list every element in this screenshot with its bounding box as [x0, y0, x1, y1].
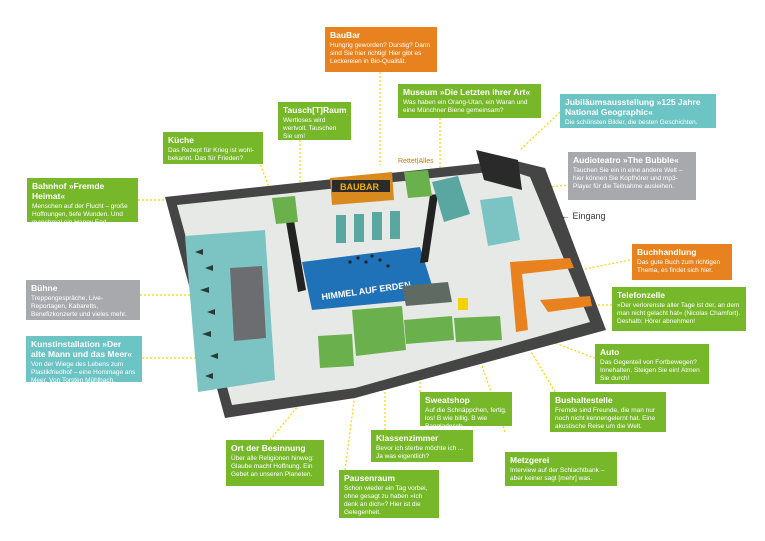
bookshop-shelves: [510, 258, 574, 332]
label-buchhandlung-title: Buchhandlung: [637, 247, 697, 257]
label-bahnhof: Bahnhof »Fremde Heimat« Menschen auf der…: [27, 178, 138, 226]
label-tauschraum: Tausch[T]Raum Wertloses wird wertvoll. T…: [278, 102, 351, 140]
label-klassenzimmer-title: Klassenzimmer: [376, 433, 439, 443]
museum-block: [432, 176, 470, 222]
block-front-1: [404, 316, 454, 344]
bubble-theatre: [476, 150, 522, 190]
label-audioteatro: Audioteatro »The Bubble« Tauchen Sie ein…: [568, 152, 696, 200]
label-bahnhof-text: Menschen auf der Flucht – große Hoffnung…: [32, 203, 128, 226]
baubar-sign: [332, 180, 390, 192]
bookshop-shelves-2: [540, 296, 592, 312]
label-buehne-text: Treppengespräche, Live-Reportagen, Kabar…: [31, 295, 127, 318]
label-jubilaeum: Jubiläumsausstellung »125 Jahre National…: [560, 94, 716, 128]
label-kunstinstallation: Kunstinstallation »Der alte Mann und das…: [26, 336, 142, 384]
baubar-sign-text: BAUBAR: [340, 182, 379, 192]
label-sweatshop-text: Auf die Schnäppchen, fertig, los! B wie …: [425, 407, 507, 430]
sky-banner: [302, 247, 436, 310]
label-baubar: BauBar Hungrig geworden? Durstig? Dann s…: [325, 27, 437, 72]
label-baubar-text: Hungrig geworden? Durstig? Dann sind Sie…: [330, 42, 431, 65]
label-auto-title: Auto: [600, 347, 620, 357]
entrance-marker: ← Eingang: [561, 211, 606, 221]
label-bushaltestelle-title: Bushaltestelle: [555, 395, 613, 405]
label-telefonzelle: Telefonzelle »Der verlorenste aller Tage…: [612, 287, 746, 331]
label-tauschraum-title: Tausch[T]Raum: [283, 105, 347, 115]
label-bushaltestelle: Bushaltestelle Fremde sind Freunde, die …: [550, 392, 666, 432]
tables: [336, 211, 400, 243]
label-pausenraum: Pausenraum Schon wieder ein Tag vorbei, …: [339, 470, 439, 518]
label-metzgerei-text: Interview auf der Schlachtbank – aber ke…: [510, 467, 605, 482]
ng-exhibition: [480, 196, 520, 246]
label-kueche-text: Das Rezept für Krieg ist wohl-bekannt. D…: [168, 147, 254, 162]
label-pausenraum-title: Pausenraum: [344, 473, 396, 483]
label-klassenzimmer: Klassenzimmer Bevor ich sterbe möchte ic…: [371, 430, 473, 462]
birds: [348, 254, 390, 268]
label-telefonzelle-text: »Der verlorenste aller Tage ist der, an …: [617, 302, 741, 325]
label-pausenraum-text: Schon wieder ein Tag vorbei, ohne gesagt…: [344, 485, 428, 516]
car: [402, 282, 452, 306]
pole-left: [284, 209, 306, 292]
label-bushaltestelle-text: Fremde sind Freunde, die man nur noch ni…: [555, 407, 656, 430]
stage-block: [230, 266, 266, 341]
label-buchhandlung: Buchhandlung Das gute Buch zum richtigen…: [632, 244, 732, 280]
label-kueche-title: Küche: [168, 135, 194, 145]
label-auto-text: Das Gegenteil von Fortbewegen? Innehalte…: [600, 359, 700, 382]
label-museum: Museum »Die Letzten ihrer Art« Was haben…: [398, 84, 541, 118]
label-tauschraum-text: Wertloses wird wertvoll. Tauschen Sie um…: [283, 117, 337, 140]
label-museum-text: Was haben ein Orang-Utan, ein Waran und …: [403, 99, 528, 114]
label-baubar-title: BauBar: [330, 30, 361, 40]
pole-right: [420, 194, 438, 263]
label-kunstinstallation-text: Von der Wiege des Lebens zum Plastikfrie…: [31, 361, 136, 384]
fish-shapes: [195, 249, 218, 379]
label-buehne-title: Bühne: [31, 283, 58, 293]
classroom-block: [318, 334, 354, 368]
label-metzgerei: Metzgerei Interview auf der Schlachtbank…: [505, 452, 617, 486]
phone-booth: [458, 298, 468, 310]
label-sweatshop-title: Sweatshop: [425, 395, 470, 405]
label-besinnung: Ort der Besinnung Über alle Religionen h…: [226, 440, 324, 486]
label-kueche: Küche Das Rezept für Krieg ist wohl-beka…: [163, 132, 263, 164]
label-auto: Auto Das Gegenteil von Fortbewegen? Inne…: [595, 344, 709, 384]
label-metzgerei-title: Metzgerei: [510, 455, 550, 465]
label-bahnhof-title: Bahnhof »Fremde Heimat«: [32, 181, 105, 201]
sweatshop-block: [352, 306, 406, 356]
rettet-sign-text: Rettet|Alles: [398, 158, 434, 165]
label-jubilaeum-title: Jubiläumsausstellung »125 Jahre National…: [565, 97, 701, 117]
museum-block-2: [404, 170, 432, 198]
label-audioteatro-text: Tauchen Sie ein in eine andere Welt – hi…: [573, 167, 683, 190]
label-buchhandlung-text: Das gute Buch zum richtigen Thema, es fi…: [637, 259, 721, 274]
label-klassenzimmer-text: Bevor ich sterbe möchte ich ... Ja was e…: [376, 445, 464, 460]
label-kunstinstallation-title: Kunstinstallation »Der alte Mann und das…: [31, 339, 133, 359]
block-front-2: [454, 316, 502, 342]
label-sweatshop: Sweatshop Auf die Schnäppchen, fertig, l…: [420, 392, 512, 430]
label-buehne: Bühne Treppengespräche, Live-Reportagen,…: [26, 280, 140, 320]
tauschraum-block: [272, 196, 298, 224]
label-besinnung-title: Ort der Besinnung: [231, 443, 306, 453]
label-jubilaeum-text: Die schönsten Bilder, die besten Geschic…: [565, 119, 698, 126]
label-besinnung-text: Über alle Religionen hinweg: Glaube mach…: [231, 455, 314, 478]
label-museum-title: Museum »Die Letzten ihrer Art«: [403, 87, 531, 97]
label-telefonzelle-title: Telefonzelle: [617, 290, 666, 300]
label-audioteatro-title: Audioteatro »The Bubble«: [573, 155, 679, 165]
